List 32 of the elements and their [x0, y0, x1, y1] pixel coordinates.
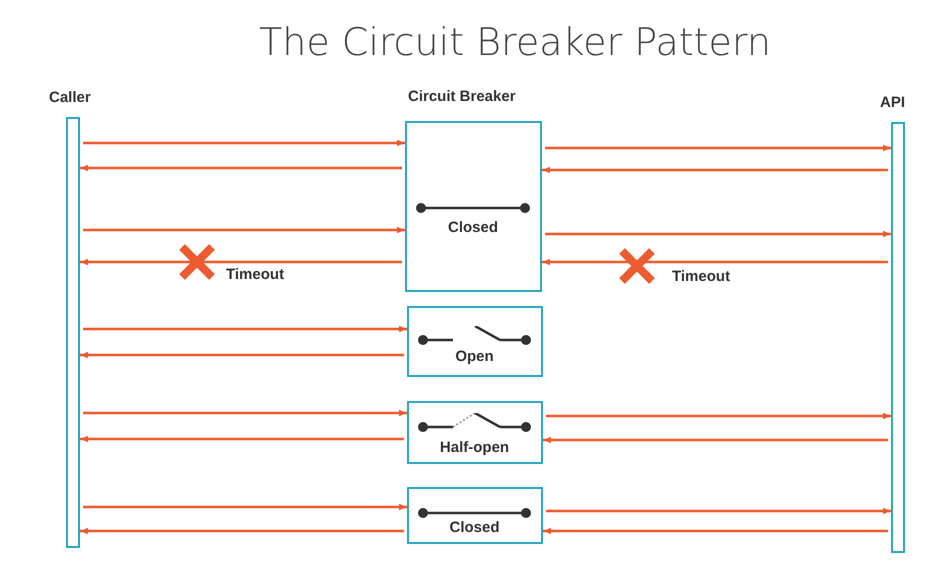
column-heading: Circuit Breaker — [408, 88, 516, 105]
arrow — [542, 258, 888, 266]
arrow — [546, 412, 891, 420]
arrow — [83, 504, 407, 510]
arrow — [546, 508, 891, 514]
lifeline-heading: Caller — [49, 89, 91, 106]
arrow — [80, 352, 404, 358]
state-box — [405, 121, 542, 292]
title: The Circuit Breaker Pattern — [258, 20, 772, 64]
arrow — [80, 258, 402, 266]
arrow — [543, 436, 888, 444]
arrow — [83, 140, 405, 146]
arrow — [80, 436, 404, 442]
arrow — [545, 230, 891, 238]
edge-label: Timeout — [226, 266, 284, 283]
arrow — [545, 144, 891, 152]
state-box — [407, 306, 543, 377]
arrow — [83, 410, 407, 416]
arrow — [80, 528, 404, 534]
state-label: Closed — [446, 219, 499, 236]
state-box — [407, 401, 543, 464]
arrow — [80, 164, 402, 172]
arrow — [83, 226, 405, 234]
arrow — [83, 326, 407, 332]
edge-label: Timeout — [672, 268, 730, 285]
state-label: Half-open — [438, 439, 510, 456]
arrow — [543, 528, 888, 534]
state-label: Open — [454, 348, 495, 365]
state-box — [407, 487, 543, 544]
state-label: Closed — [448, 519, 500, 536]
lifeline-heading: API — [880, 94, 906, 111]
arrow — [542, 166, 888, 174]
